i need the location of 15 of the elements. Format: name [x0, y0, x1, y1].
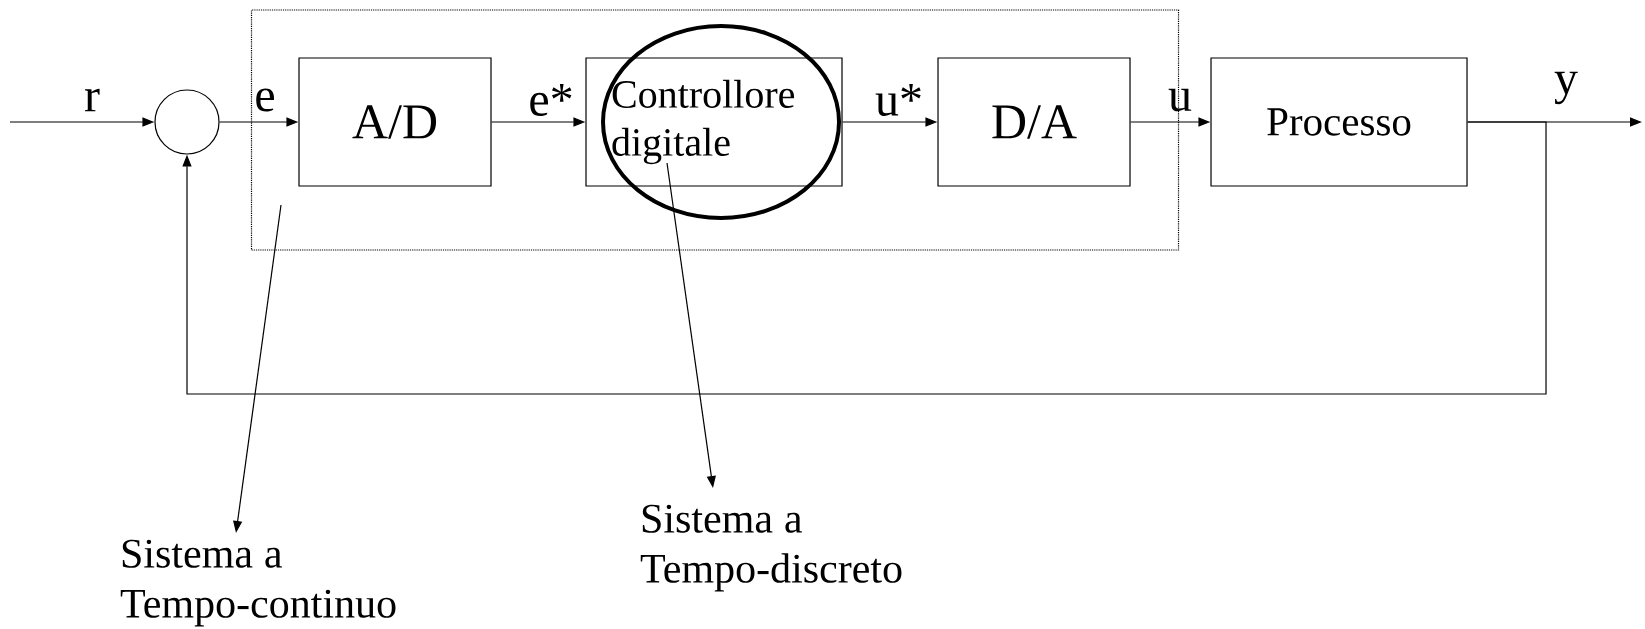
block-box: A/D [298, 57, 492, 187]
block-box: Processo [1210, 57, 1468, 187]
ellipse-highlight [601, 24, 841, 220]
arrow [182, 121, 1547, 395]
edge-label: r [84, 88, 100, 112]
edge-label: u [1168, 88, 1192, 112]
block-box: D/A [937, 57, 1131, 187]
annotation-text: Sistema a Tempo-discreto [640, 504, 902, 592]
edge-label: y [1554, 71, 1578, 105]
edge-label: e* [530, 84, 572, 116]
edge-label: u* [875, 84, 921, 116]
block-box: Controllore digitale [585, 57, 843, 187]
edge-label: e [256, 88, 274, 112]
annotation-text: Sistema a Tempo-continuo [120, 539, 396, 627]
summing-junction [154, 89, 220, 155]
